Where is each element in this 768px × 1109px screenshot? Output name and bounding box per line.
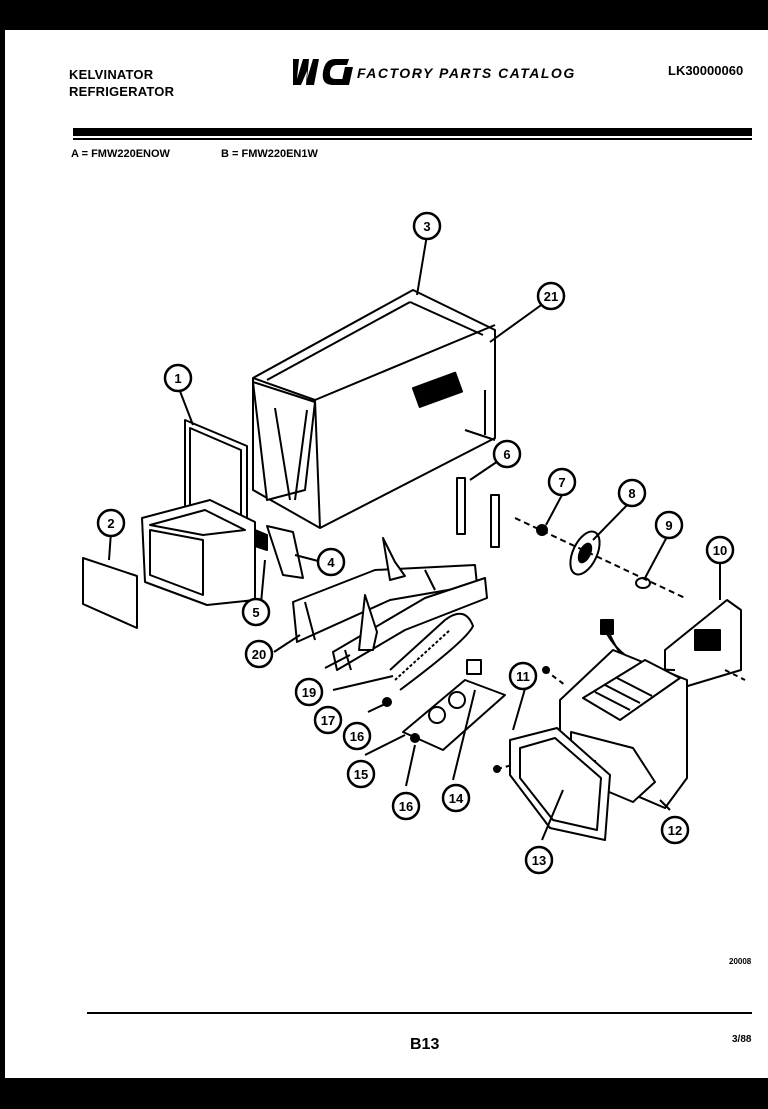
front-panel-part-1 <box>141 419 256 606</box>
callout-1: 1 <box>163 363 193 393</box>
screw-part-5 <box>254 529 268 551</box>
callout-circle <box>660 815 690 845</box>
catalog-title: FACTORY PARTS CATALOG <box>357 65 576 81</box>
callout-circle <box>617 478 647 508</box>
callout-15: 15 <box>346 759 376 789</box>
callout-label: 6 <box>503 447 510 462</box>
callout-circle <box>547 467 577 497</box>
callout-circle <box>705 535 735 565</box>
catalog-sheet: KELVINATOR REFRIGERATOR FACTORY PARTS CA… <box>5 30 768 1078</box>
callout-12: 12 <box>660 815 690 845</box>
callout-circle <box>654 510 684 540</box>
callout-16: 16 <box>391 791 421 821</box>
callout-21: 21 <box>536 281 566 311</box>
catalog-code: LK30000060 <box>668 63 744 78</box>
callout-2: 2 <box>96 508 126 538</box>
callout-circle <box>163 363 193 393</box>
callout-circle <box>412 211 442 241</box>
callout-7: 7 <box>547 467 577 497</box>
model-b: B = FMW220EN1W <box>221 148 318 160</box>
callout-10: 10 <box>705 535 735 565</box>
callout-19: 19 <box>294 677 324 707</box>
callout-label: 17 <box>321 713 335 728</box>
callout-17: 17 <box>313 705 343 735</box>
callout-label: 9 <box>665 518 672 533</box>
callout-13: 13 <box>524 845 554 875</box>
callout-6: 6 <box>492 439 522 469</box>
callout-8: 8 <box>617 478 647 508</box>
callout-circle <box>316 547 346 577</box>
catalog-date: 3/88 <box>732 1034 752 1045</box>
wci-logo <box>293 59 353 85</box>
callout-label: 5 <box>252 605 259 620</box>
page-number: B13 <box>410 1036 440 1053</box>
gear-part-8 <box>569 530 601 576</box>
rod-part-6b <box>490 494 500 548</box>
callout-circle <box>342 721 372 751</box>
callout-label: 19 <box>302 685 316 700</box>
callout-circle <box>313 705 343 735</box>
callout-label: 21 <box>544 289 558 304</box>
gasket-part-13 <box>509 727 611 841</box>
callout-label: 14 <box>449 791 464 806</box>
callout-label: 8 <box>628 486 635 501</box>
rod-part-6a <box>456 477 466 535</box>
callout-circle <box>346 759 376 789</box>
callout-label: 16 <box>350 729 364 744</box>
callout-label: 12 <box>668 823 682 838</box>
callout-label: 3 <box>423 219 430 234</box>
callout-circle <box>536 281 566 311</box>
thermostat-board-part-15 <box>402 659 506 751</box>
callout-circle <box>492 439 522 469</box>
heater-part-17 <box>389 612 474 691</box>
callout-9: 9 <box>654 510 684 540</box>
callout-4: 4 <box>316 547 346 577</box>
callout-label: 13 <box>532 853 546 868</box>
screw-part-16b <box>410 733 420 743</box>
ice-bin-part-3 <box>252 289 496 529</box>
callout-label: 2 <box>107 516 114 531</box>
model-a: A = FMW220ENOW <box>71 148 170 160</box>
callout-label: 4 <box>327 555 335 570</box>
callout-circle <box>508 661 538 691</box>
callout-label: 7 <box>558 475 565 490</box>
callout-circle <box>524 845 554 875</box>
nut-part-7 <box>536 524 548 536</box>
callout-5: 5 <box>241 597 271 627</box>
assembly-axis-line <box>514 517 686 599</box>
callout-label: 10 <box>713 543 727 558</box>
panel-insert-part-2 <box>82 557 138 629</box>
washer-part-9 <box>635 577 651 589</box>
product-type: REFRIGERATOR <box>69 84 175 99</box>
callout-circle <box>96 508 126 538</box>
callout-3: 3 <box>412 211 442 241</box>
callout-14: 14 <box>441 783 471 813</box>
callout-label: 16 <box>399 799 413 814</box>
callout-label: 11 <box>516 669 530 684</box>
callout-label: 15 <box>354 767 368 782</box>
callout-label: 20 <box>252 647 266 662</box>
callout-circle <box>241 597 271 627</box>
ref-code: 20008 <box>729 957 752 966</box>
callout-label: 1 <box>174 371 181 386</box>
header-rule-thin <box>73 138 752 140</box>
callout-20: 20 <box>244 639 274 669</box>
ejector-assembly <box>292 537 488 671</box>
callout-16: 16 <box>342 721 372 751</box>
callout-circle <box>441 783 471 813</box>
callout-circle <box>294 677 324 707</box>
footer-rule <box>87 1012 752 1014</box>
brand-name: KELVINATOR <box>69 67 154 82</box>
header-rule-thick <box>73 128 752 136</box>
callout-circle <box>244 639 274 669</box>
bracket-part-4 <box>266 525 304 579</box>
callout-circle <box>391 791 421 821</box>
callout-11: 11 <box>508 661 538 691</box>
